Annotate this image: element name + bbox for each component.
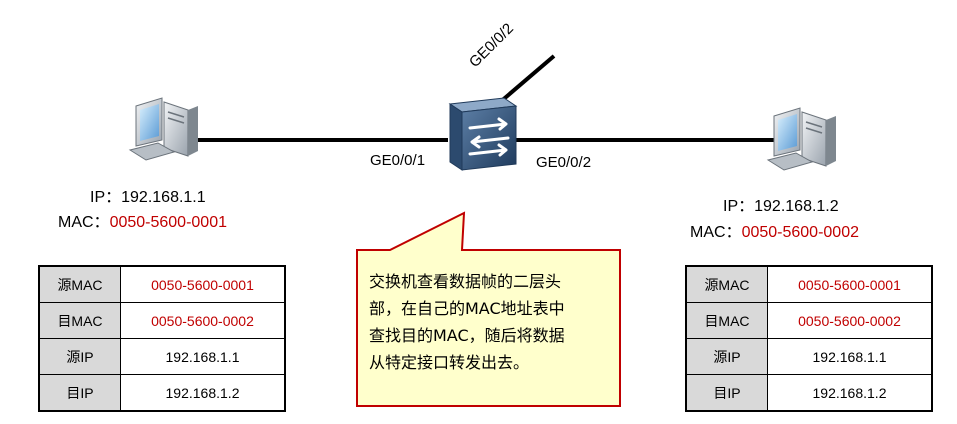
right-host-mac: MAC：0050-5600-0002 <box>690 218 859 242</box>
callout-line-2: 部，在自己的MAC地址表中 <box>369 299 565 318</box>
left-host-mac: MAC：0050-5600-0001 <box>58 208 227 232</box>
field-dst-mac-value: 0050-5600-0002 <box>120 302 286 339</box>
table-row: 目IP 192.168.1.2 <box>38 374 286 412</box>
field-src-ip-value: 192.168.1.1 <box>120 338 286 375</box>
right-host-mac-label: MAC： <box>690 224 742 241</box>
right-host-mac-value: 0050-5600-0002 <box>741 224 859 241</box>
callout-shape <box>356 211 621 407</box>
field-src-mac-value: 0050-5600-0001 <box>767 265 933 303</box>
field-src-ip-label: 源IP <box>685 338 768 375</box>
field-dst-mac-label: 目MAC <box>38 302 121 339</box>
right-host-ip-label: IP： <box>723 198 755 215</box>
link-switch-uplink-ge002 <box>497 54 556 105</box>
right-computer-icon <box>766 107 836 171</box>
field-src-mac-label: 源MAC <box>685 265 768 303</box>
left-host-ip: IP：192.168.1.1 <box>90 183 206 207</box>
left-host-mac-label: MAC： <box>58 214 110 231</box>
callout-text: 交换机查看数据帧的二层头 部，在自己的MAC地址表中 查找目的MAC，随后将数据… <box>369 268 609 376</box>
left-host-ip-label: IP： <box>90 189 122 206</box>
callout-line-4: 从特定接口转发出去。 <box>369 353 530 372</box>
right-host-ip: IP：192.168.1.2 <box>723 192 839 216</box>
table-row: 源MAC 0050-5600-0001 <box>685 265 933 303</box>
field-dst-mac-value: 0050-5600-0002 <box>767 302 933 339</box>
left-frame-table: 源MAC 0050-5600-0001 目MAC 0050-5600-0002 … <box>38 265 286 412</box>
table-row: 源MAC 0050-5600-0001 <box>38 265 286 303</box>
right-frame-table: 源MAC 0050-5600-0001 目MAC 0050-5600-0002 … <box>685 265 933 412</box>
field-dst-ip-value: 192.168.1.2 <box>120 374 286 412</box>
field-src-ip-value: 192.168.1.1 <box>767 338 933 375</box>
field-dst-ip-value: 192.168.1.2 <box>767 374 933 412</box>
left-host-mac-value: 0050-5600-0001 <box>109 214 227 231</box>
field-dst-ip-label: 目IP <box>38 374 121 412</box>
left-host-ip-value: 192.168.1.1 <box>121 189 206 206</box>
field-src-mac-value: 0050-5600-0001 <box>120 265 286 303</box>
right-host-ip-value: 192.168.1.2 <box>754 198 839 215</box>
left-computer-icon <box>128 97 198 161</box>
port-label-ge002: GE0/0/2 <box>536 154 592 171</box>
table-row: 目MAC 0050-5600-0002 <box>685 302 933 339</box>
table-row: 目IP 192.168.1.2 <box>685 374 933 412</box>
port-label-ge001: GE0/0/1 <box>370 152 426 169</box>
callout-line-3: 查找目的MAC，随后将数据 <box>369 326 565 345</box>
field-src-ip-label: 源IP <box>38 338 121 375</box>
table-row: 目MAC 0050-5600-0002 <box>38 302 286 339</box>
switch-icon <box>448 97 518 171</box>
table-row: 源IP 192.168.1.1 <box>685 338 933 375</box>
field-dst-mac-label: 目MAC <box>685 302 768 339</box>
callout-line-1: 交换机查看数据帧的二层头 <box>369 272 562 291</box>
field-dst-ip-label: 目IP <box>685 374 768 412</box>
table-row: 源IP 192.168.1.1 <box>38 338 286 375</box>
